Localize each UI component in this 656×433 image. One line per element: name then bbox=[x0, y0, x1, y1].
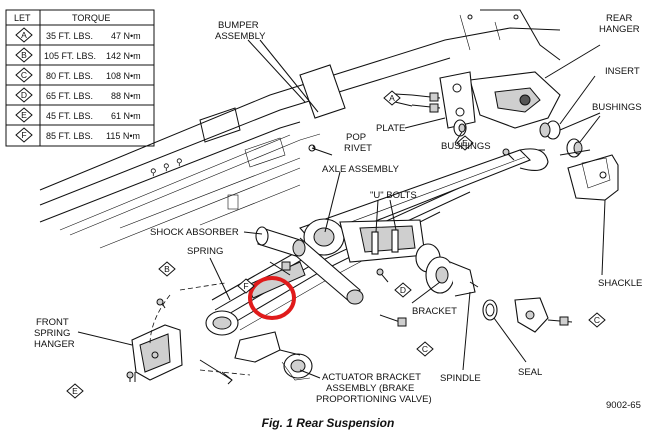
table-row: D 65 FT. LBS. 88 N•m bbox=[15, 87, 141, 103]
figure-caption: Fig. 1 Rear Suspension bbox=[262, 416, 395, 430]
row-ftlbs: 65 FT. LBS. bbox=[46, 91, 93, 101]
torque-table: LET TORQUE A 35 FT. LBS. 47 N•m B 105 FT… bbox=[5, 9, 155, 147]
row-ftlbs: 80 FT. LBS. bbox=[46, 71, 93, 81]
label-bracket: BRACKET bbox=[412, 306, 457, 317]
callout-c: C bbox=[416, 341, 434, 357]
svg-text:D: D bbox=[400, 285, 406, 295]
callout-b: B bbox=[158, 261, 176, 277]
shock-absorber bbox=[255, 226, 364, 305]
svg-text:⚲: ⚲ bbox=[176, 157, 183, 167]
label-seal: SEAL bbox=[518, 367, 542, 378]
table-row: F 85 FT. LBS. 115 N•m bbox=[15, 127, 140, 143]
row-nm: 108 N•m bbox=[106, 71, 141, 81]
label-axle-assembly: AXLE ASSEMBLY bbox=[322, 164, 400, 175]
label-spindle: SPINDLE bbox=[440, 373, 481, 384]
hanger-bolts bbox=[411, 92, 441, 113]
table-row: E 45 FT. LBS. 61 N•m bbox=[15, 107, 141, 123]
label-plate: PLATE bbox=[376, 123, 405, 134]
row-nm: 61 N•m bbox=[111, 111, 141, 121]
svg-text:F: F bbox=[243, 281, 248, 291]
row-letter: B bbox=[21, 50, 27, 60]
label-bumper-assembly: BUMPER bbox=[218, 20, 259, 31]
label-pop-rivet: POP bbox=[346, 132, 366, 143]
shackle bbox=[559, 149, 619, 201]
label-actuator-bracket: ASSEMBLY (BRAKE bbox=[326, 383, 414, 394]
actuator-bracket bbox=[234, 331, 313, 381]
label-spring: SPRING bbox=[187, 246, 223, 257]
svg-text:C: C bbox=[422, 344, 428, 354]
label-insert: INSERT bbox=[605, 66, 640, 77]
row-letter: C bbox=[21, 70, 27, 80]
label-actuator-bracket: PROPORTIONING VALVE) bbox=[316, 394, 432, 405]
label-bushings-mid: BUSHINGS bbox=[441, 141, 491, 152]
highlight-circle bbox=[248, 276, 296, 320]
callout-e: E bbox=[66, 383, 84, 399]
label-rear-hanger: HANGER bbox=[599, 24, 640, 35]
row-letter: D bbox=[21, 90, 27, 100]
row-letter: A bbox=[21, 30, 27, 40]
table-header-let: LET bbox=[14, 13, 31, 23]
row-letter: F bbox=[21, 130, 26, 140]
row-nm: 142 N•m bbox=[106, 51, 141, 61]
leader-lines bbox=[77, 39, 606, 379]
table-row: B 105 FT. LBS. 142 N•m bbox=[15, 47, 141, 63]
row-nm: 47 N•m bbox=[111, 31, 141, 41]
front-spring-hanger bbox=[131, 324, 183, 382]
figure-number: 9002-65 bbox=[606, 400, 641, 411]
svg-text:E: E bbox=[72, 386, 78, 396]
callout-c: C bbox=[588, 312, 606, 328]
callout-f: F bbox=[237, 278, 255, 294]
row-nm: 115 N•m bbox=[106, 131, 140, 141]
row-ftlbs: 45 FT. LBS. bbox=[46, 111, 93, 121]
svg-text:C: C bbox=[594, 315, 600, 325]
svg-text:⚲: ⚲ bbox=[163, 162, 170, 172]
dashed-guides bbox=[149, 282, 251, 376]
row-ftlbs: 105 FT. LBS. bbox=[44, 51, 96, 61]
label-rear-hanger: REAR bbox=[606, 13, 633, 24]
callout-e: E bbox=[456, 135, 474, 151]
row-ftlbs: 35 FT. LBS. bbox=[46, 31, 93, 41]
svg-text:⚲: ⚲ bbox=[150, 167, 157, 177]
label-front-spring-hanger: HANGER bbox=[34, 339, 75, 350]
label-shock-absorber: SHOCK ABSORBER bbox=[150, 227, 239, 238]
svg-text:B: B bbox=[164, 264, 170, 274]
label-bushings-right: BUSHINGS bbox=[592, 102, 642, 113]
label-shackle: SHACKLE bbox=[598, 278, 642, 289]
row-letter: E bbox=[21, 110, 27, 120]
label-u-bolts: "U" BOLTS bbox=[370, 190, 417, 201]
table-row: A 35 FT. LBS. 47 N•m bbox=[15, 27, 141, 43]
label-bumper-assembly: ASSEMBLY bbox=[215, 31, 266, 42]
svg-text:E: E bbox=[462, 138, 468, 148]
insert-bushings bbox=[453, 119, 583, 158]
fasteners bbox=[126, 144, 515, 385]
table-row: C 80 FT. LBS. 108 N•m bbox=[15, 67, 141, 83]
seal bbox=[482, 299, 498, 321]
label-front-spring-hanger: SPRING bbox=[34, 328, 70, 339]
svg-text:A: A bbox=[389, 93, 395, 103]
label-actuator-bracket: ACTUATOR BRACKET bbox=[322, 372, 421, 383]
label-front-spring-hanger: FRONT bbox=[36, 317, 69, 328]
spindle-bracket bbox=[425, 256, 479, 297]
table-header-torque: TORQUE bbox=[72, 13, 110, 23]
callout-a: A bbox=[383, 90, 401, 106]
label-pop-rivet: RIVET bbox=[344, 143, 372, 154]
callout-d: D bbox=[394, 282, 412, 298]
vehicle-frame: ⚲ ⚲ ⚲ bbox=[39, 9, 561, 249]
rear-hanger bbox=[469, 71, 561, 129]
brake-part bbox=[514, 297, 573, 333]
plate bbox=[439, 71, 476, 129]
row-nm: 88 N•m bbox=[111, 91, 141, 101]
row-ftlbs: 85 FT. LBS. bbox=[46, 131, 93, 141]
